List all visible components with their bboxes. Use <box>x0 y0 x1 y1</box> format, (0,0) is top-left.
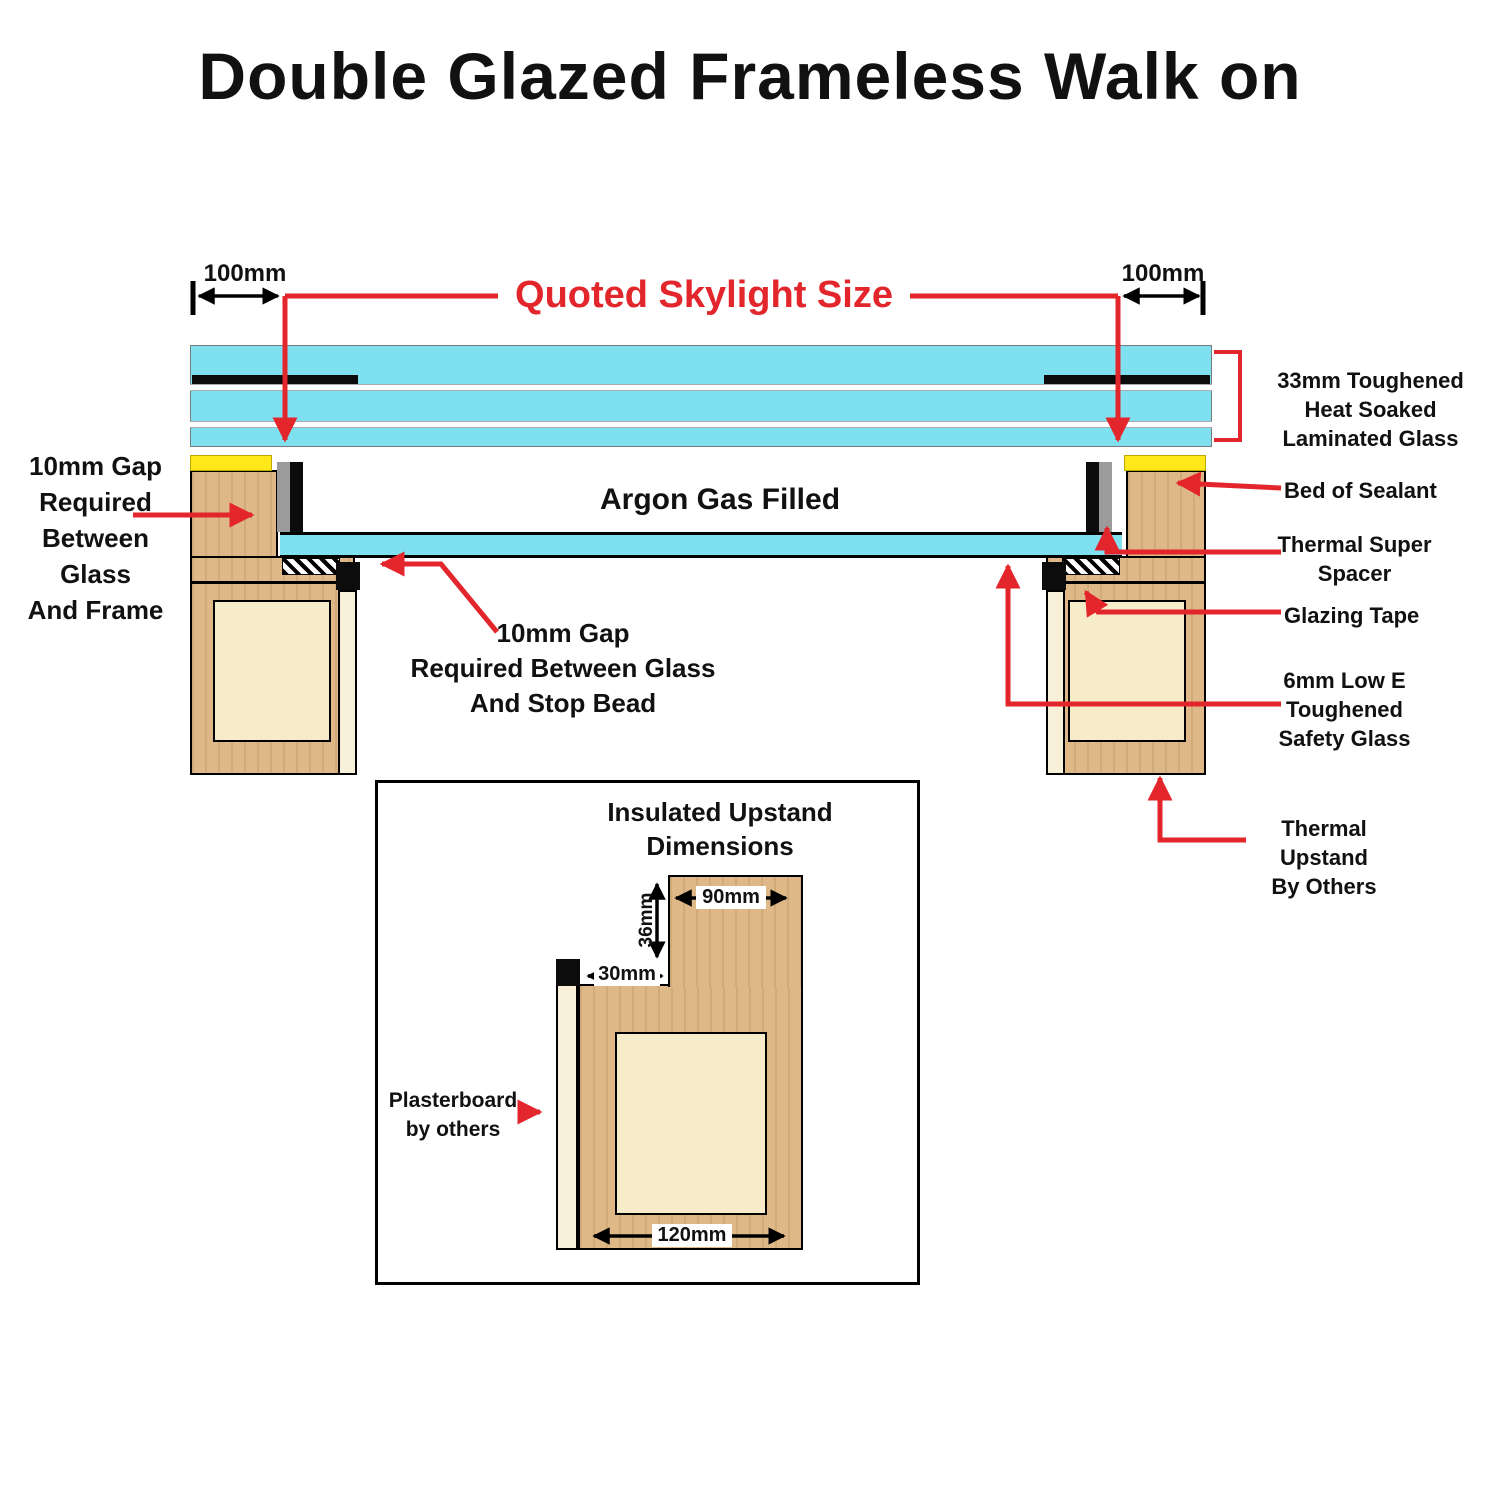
thermal-spacer-label: Thermal Super Spacer <box>1277 532 1432 586</box>
page-title: Double Glazed Frameless Walk on <box>198 39 1302 113</box>
laminated-glass-label: 33mm Toughened Heat Soaked Laminated Gla… <box>1277 368 1464 451</box>
laminate-mark-right <box>1044 375 1210 384</box>
spacer-right-black <box>1086 462 1099 532</box>
bed-of-sealant-label: Bed of Sealant <box>1284 478 1437 503</box>
frame-right-plasterboard-strip <box>1046 590 1065 775</box>
dim-90mm-label: 90mm <box>696 886 766 909</box>
glazing-tape-label: Glazing Tape <box>1284 603 1420 628</box>
spacer-left-black <box>290 462 303 532</box>
thermal-spacer-arrow <box>1094 525 1281 555</box>
spacer-right-gray <box>1099 462 1112 532</box>
thermal-upstand-label: Thermal Upstand By Others <box>1271 816 1377 899</box>
argon-gas-label: Argon Gas Filled <box>599 483 841 516</box>
low-e-glass-arrow <box>995 563 1281 707</box>
bed-of-sealant-arrow <box>1175 471 1282 497</box>
gap-stop-bead-arrow <box>379 551 499 634</box>
sealant-bed-right <box>1124 455 1206 471</box>
bottom-glass-pane <box>280 532 1122 558</box>
inset-insulation-panel <box>615 1032 767 1215</box>
spacer-left-gray <box>277 462 290 532</box>
quoted-skylight-size-label: Quoted Skylight Size <box>498 274 910 317</box>
inset-title: Insulated Upstand Dimensions <box>607 797 833 861</box>
low-e-glass-label: 6mm Low E Toughened Safety Glass <box>1278 668 1411 751</box>
glass-interlayer-line-1 <box>190 384 1212 391</box>
dim-36mm-label: 36mm <box>636 892 657 948</box>
glazing-tape-arrow <box>1083 589 1281 618</box>
dim-120mm-label: 120mm <box>652 1224 732 1247</box>
frame-right-insulation-panel <box>1068 600 1186 742</box>
sealant-bed-left <box>190 455 272 471</box>
inset-stop-bead <box>556 959 580 986</box>
stop-bead-left <box>336 562 360 590</box>
laminated-glass-assembly <box>190 345 1212 447</box>
frame-left-insulation-panel <box>213 600 331 742</box>
frame-left-rail-line <box>190 581 355 584</box>
stop-bead-right <box>1042 562 1066 590</box>
gap-frame-label: 10mm Gap Required Between Glass And Fram… <box>27 451 164 625</box>
glass-interlayer-line-2 <box>190 421 1212 428</box>
dim-100mm-right-label: 100mm <box>1121 260 1205 287</box>
dim-100mm-left-label: 100mm <box>203 260 287 287</box>
thermal-upstand-arrow <box>1147 775 1246 843</box>
dim-30mm-label: 30mm <box>594 963 660 986</box>
plasterboard-label: Plasterboard by others <box>388 1089 518 1141</box>
laminated-glass-bracket <box>1214 350 1242 442</box>
frame-right-rail-line <box>1046 581 1206 584</box>
laminate-mark-left <box>192 375 358 384</box>
gap-stop-bead-label: 10mm Gap Required Between Glass And Stop… <box>410 618 716 718</box>
frame-left-plasterboard-strip <box>338 590 357 775</box>
